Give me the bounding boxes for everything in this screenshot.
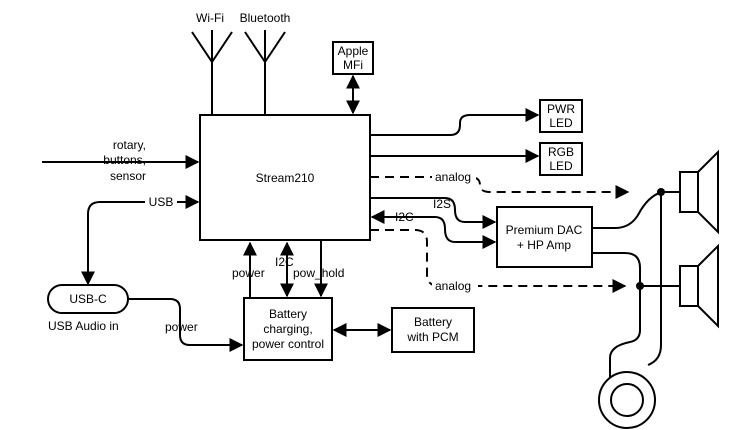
dac-box	[496, 206, 593, 268]
apple-mfi-box	[332, 41, 374, 75]
rgb-led-box	[539, 142, 583, 176]
battery-control-box	[243, 297, 333, 361]
usb-link	[81, 195, 200, 286]
headphone-wire-outer	[647, 192, 662, 366]
usb-label-bg	[145, 194, 177, 210]
i2c-bottom-label: I2C	[275, 255, 294, 269]
usb-c-label: USB-C	[69, 292, 107, 306]
bluetooth-label: Bluetooth	[240, 11, 291, 25]
rgb-led-label-2: LED	[549, 159, 573, 173]
stream210-box	[199, 114, 371, 241]
inputs-label-1: rotary,	[113, 138, 146, 152]
power-bottom-label: power	[232, 266, 265, 280]
battery-box	[391, 307, 475, 353]
wifi-label: Wi-Fi	[196, 11, 224, 25]
pwr-led-label-2: LED	[549, 116, 573, 130]
dac-label-1: Premium DAC	[506, 223, 583, 237]
headphone-jack-icon	[598, 371, 656, 429]
battery-control-label-3: power control	[252, 337, 324, 351]
analog-bottom-label-bg	[432, 278, 478, 294]
battery-label-2: with PCM	[406, 330, 458, 344]
analog-top-link	[370, 176, 630, 199]
apple-mfi-label-1: Apple	[338, 44, 369, 58]
i2s-label: I2S	[433, 197, 451, 211]
dac-to-top-speaker	[592, 191, 680, 229]
wifi-antenna-icon	[191, 30, 233, 115]
junction-top	[657, 188, 665, 196]
apple-mfi-label-2: MFi	[343, 58, 363, 72]
junction-bottom	[636, 282, 644, 290]
i2c-right-label: I2C	[395, 210, 414, 224]
analog-bottom-label: analog	[435, 279, 471, 293]
battery-label-1: Battery	[414, 315, 452, 329]
speaker-bottom-icon	[679, 243, 719, 329]
power-left-label: power	[165, 320, 198, 334]
stream210-label: Stream210	[256, 171, 315, 185]
pwr-led-box	[539, 99, 583, 133]
pwr-led-link	[370, 108, 540, 136]
battery-control-label-1: Battery	[269, 307, 307, 321]
usb-label: USB	[149, 195, 174, 209]
battery-control-label-2: charging,	[263, 322, 312, 336]
rgb-led-label-1: RGB	[548, 145, 574, 159]
headphone-wire-inner	[609, 286, 641, 378]
i2c-dac-link	[370, 210, 497, 249]
usb-audio-in-label: USB Audio in	[48, 319, 119, 333]
inputs-label-2: buttons,	[103, 153, 146, 167]
dac-to-bottom-speaker	[592, 252, 680, 287]
analog-top-label-bg	[432, 169, 476, 185]
pow-hold-label: pow_hold	[293, 266, 344, 280]
speaker-top-icon	[679, 149, 719, 235]
dac-label-2: + HP Amp	[517, 238, 571, 252]
pwr-led-label-1: PWR	[547, 102, 575, 116]
bluetooth-antenna-icon	[244, 30, 286, 115]
analog-top-label: analog	[435, 170, 471, 184]
usb-power-link	[128, 298, 244, 352]
inputs-label-3: sensor	[110, 169, 146, 183]
